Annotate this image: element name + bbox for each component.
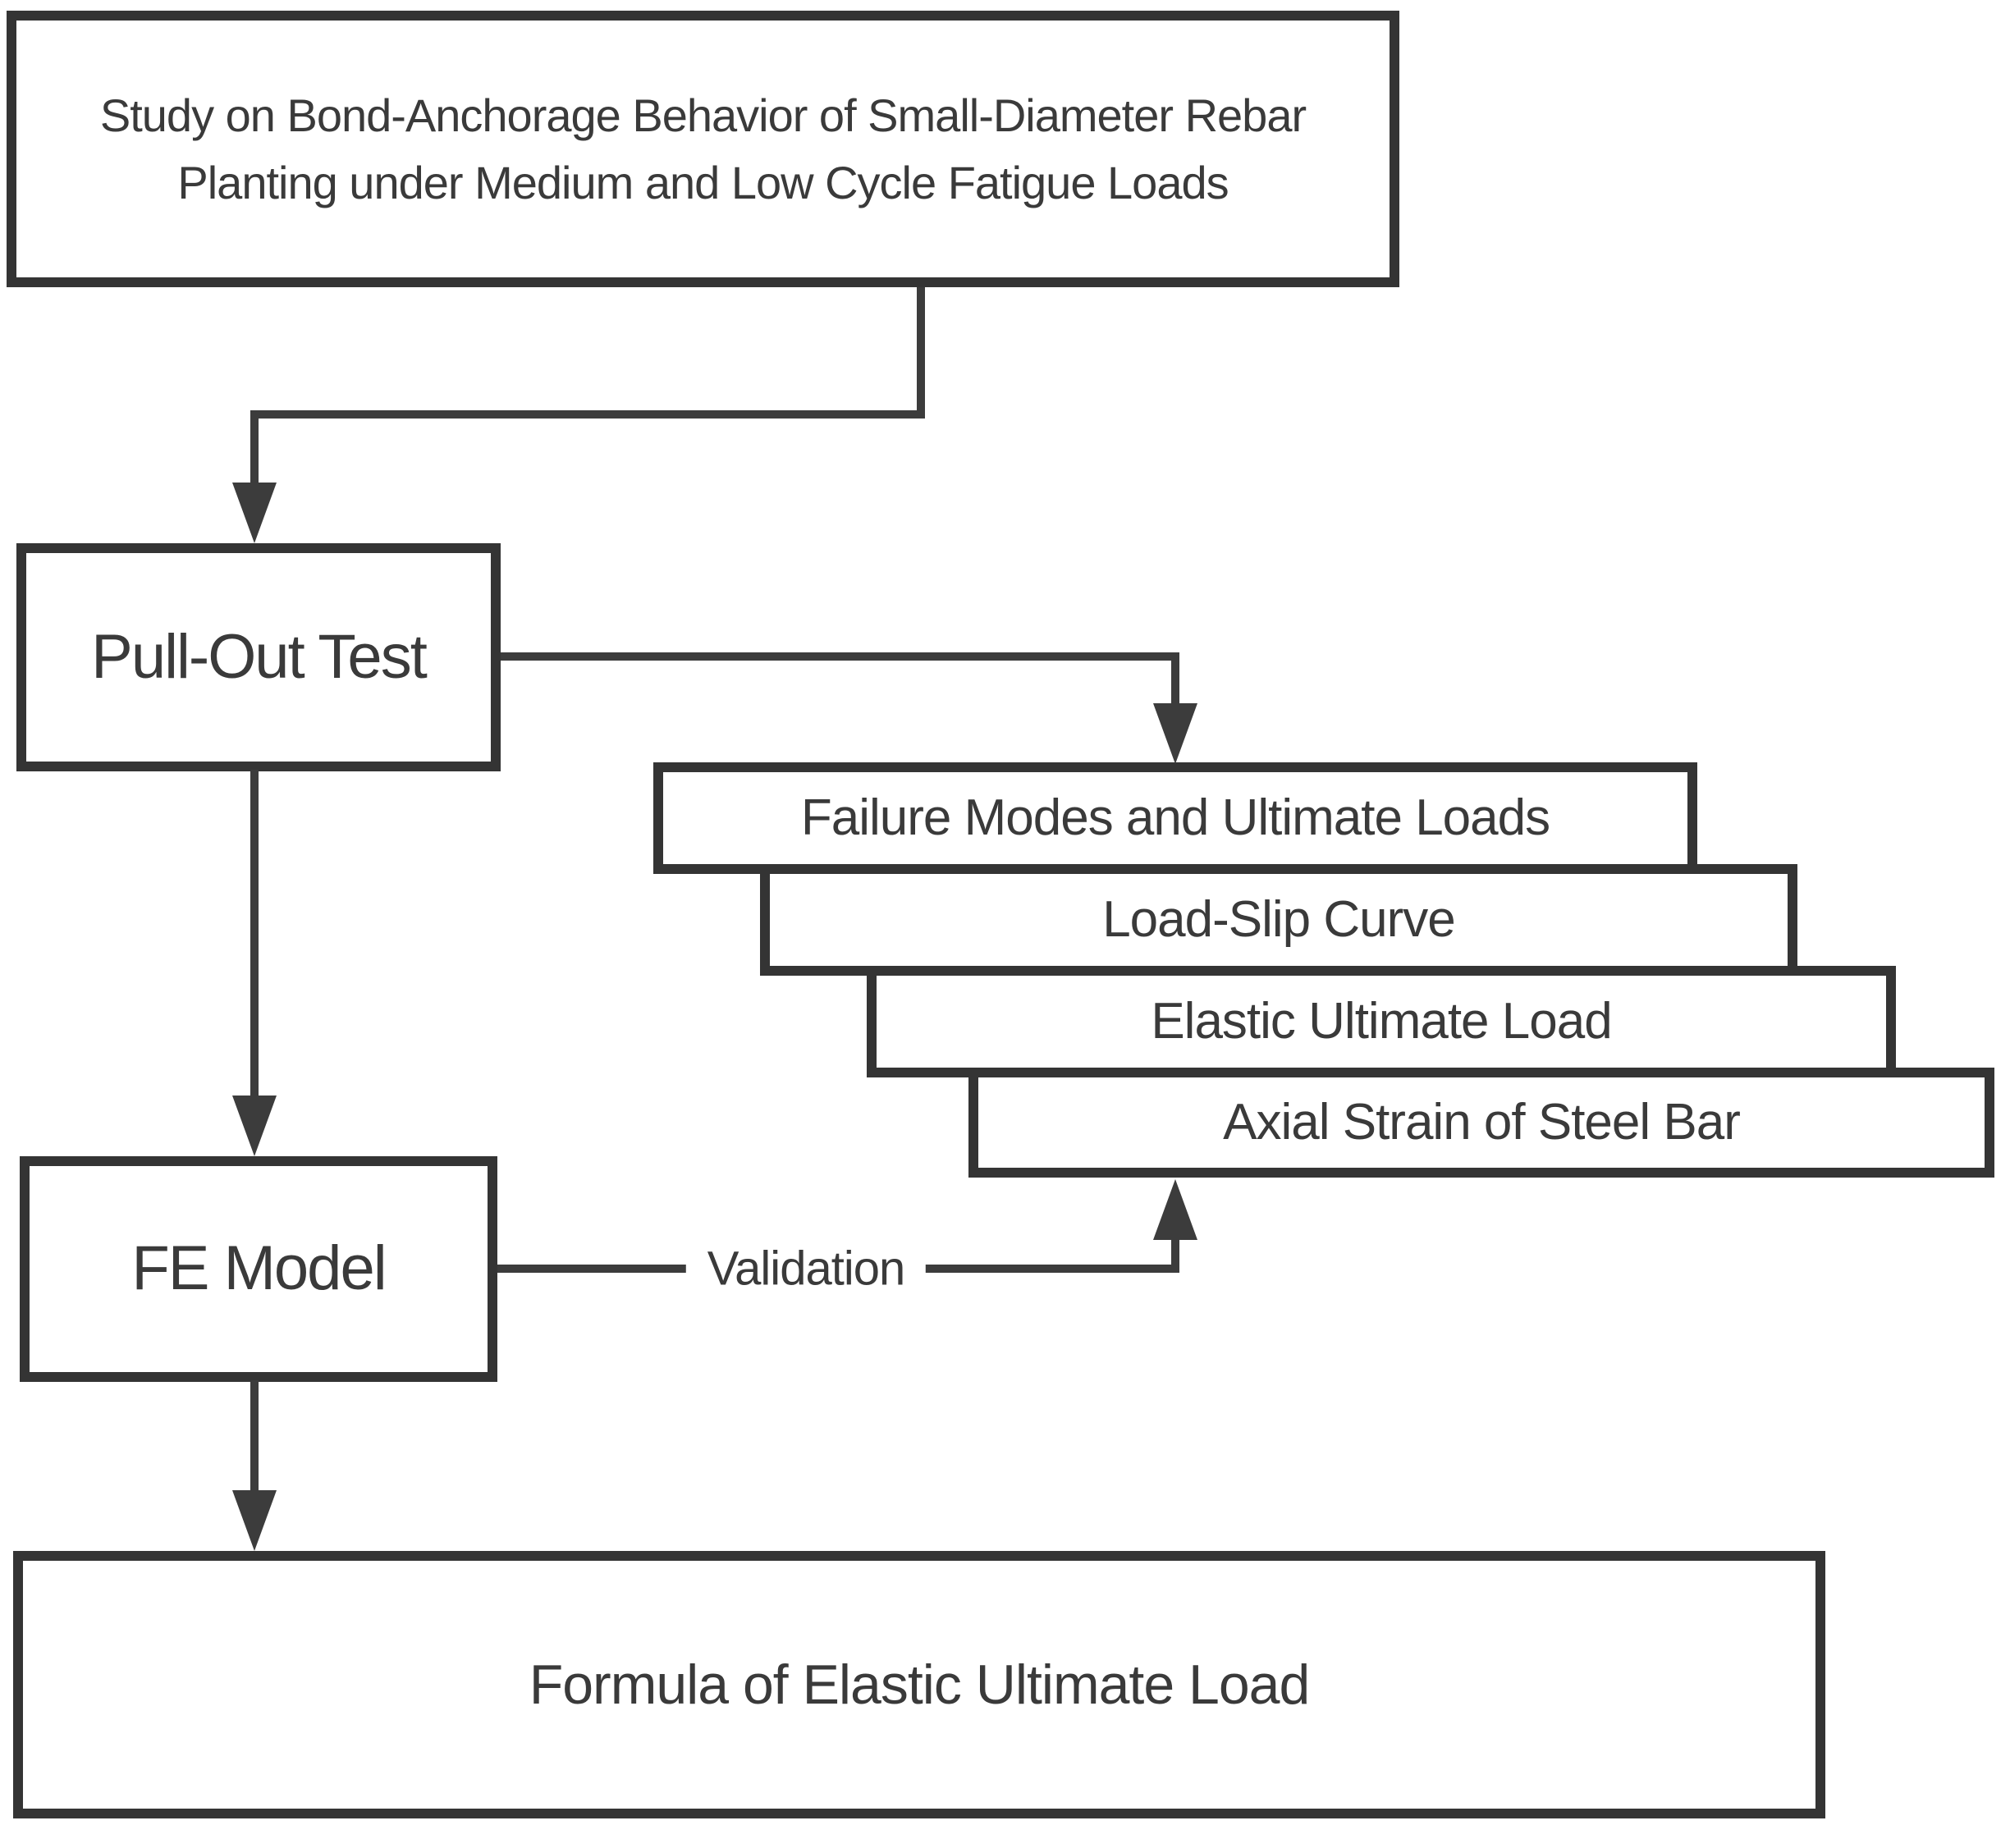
node-fe-model-label: FE Model (131, 1233, 387, 1304)
node-elastic-ultimate-load-label: Elastic Ultimate Load (1151, 993, 1612, 1050)
connector-title-drop-segment (917, 287, 925, 419)
node-pull-out-test-label: Pull-Out Test (91, 621, 428, 692)
node-elastic-ultimate-load: Elastic Ultimate Load (867, 966, 1896, 1077)
node-failure-modes-label: Failure Modes and Ultimate Loads (800, 789, 1550, 847)
connector-pullout-to-results-horizontal (501, 652, 1179, 661)
connector-femodel-to-formula (250, 1380, 259, 1495)
connector-pullout-to-femodel (250, 770, 259, 1100)
arrowhead-down-into-pull-out-test (232, 483, 277, 543)
node-axial-strain-of-steel-bar: Axial Strain of Steel Bar (968, 1068, 1994, 1178)
arrowhead-down-into-failure-modes (1153, 703, 1197, 764)
arrowhead-up-into-axial-strain (1153, 1179, 1197, 1240)
connector-pullout-to-results-vertical (1171, 652, 1179, 707)
node-failure-modes-and-ultimate-loads: Failure Modes and Ultimate Loads (653, 762, 1697, 874)
connector-title-horizontal-segment (250, 410, 925, 419)
node-load-slip-curve: Load-Slip Curve (760, 864, 1797, 976)
connector-title-to-pullout-segment (250, 410, 259, 488)
node-load-slip-curve-label: Load-Slip Curve (1102, 891, 1456, 949)
node-study-title: Study on Bond-Anchorage Behavior of Smal… (7, 11, 1399, 287)
node-formula-label: Formula of Elastic Ultimate Load (529, 1653, 1311, 1716)
edge-label-validation: Validation (685, 1241, 927, 1297)
connector-validation-up-vertical (1171, 1235, 1179, 1273)
node-pull-out-test: Pull-Out Test (16, 543, 501, 771)
arrowhead-down-into-formula (232, 1490, 277, 1551)
node-study-title-label: Study on Bond-Anchorage Behavior of Smal… (99, 89, 1307, 208)
node-fe-model: FE Model (20, 1156, 497, 1382)
node-axial-strain-label: Axial Strain of Steel Bar (1223, 1094, 1741, 1151)
node-formula-elastic-ultimate-load: Formula of Elastic Ultimate Load (13, 1551, 1825, 1818)
arrowhead-down-into-fe-model (232, 1096, 277, 1156)
